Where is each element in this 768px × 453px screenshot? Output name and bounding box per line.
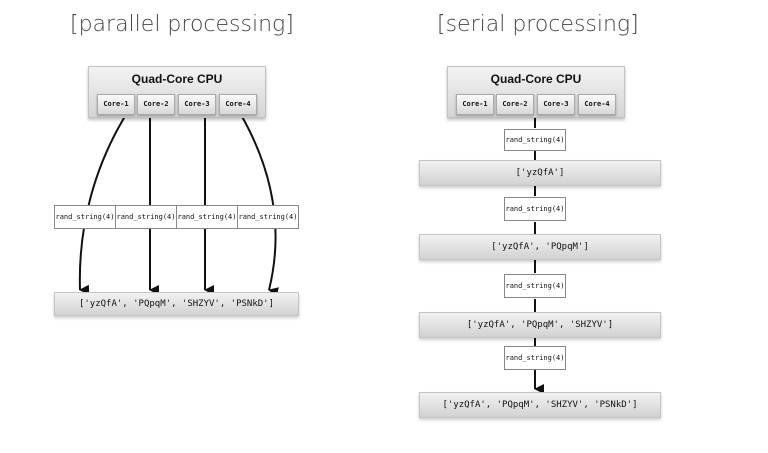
parallel-core-3: Core-3 — [178, 94, 216, 115]
parallel-function-3: rand_string(4) — [176, 205, 238, 229]
serial-function-3: rand_string(4) — [504, 274, 566, 298]
parallel-function-2: rand_string(4) — [115, 205, 177, 229]
parallel-function-4: rand_string(4) — [237, 205, 299, 229]
parallel-cpu-label: Quad-Core CPU — [131, 72, 223, 86]
parallel-cpu-box: Quad-Core CPU Core-1 Core-2 Core-3 Core-… — [88, 66, 266, 118]
serial-result-1: ['yzQfA'] — [419, 160, 661, 186]
parallel-core-2: Core-2 — [137, 94, 175, 115]
parallel-function-1: rand_string(4) — [54, 205, 116, 229]
core-1-arrow — [78, 112, 128, 295]
serial-core-2: Core-2 — [496, 94, 534, 115]
parallel-core-1: Core-1 — [97, 94, 135, 115]
parallel-function-row: rand_string(4) rand_string(4) rand_strin… — [54, 205, 299, 229]
serial-function-4: rand_string(4) — [504, 346, 566, 370]
parallel-title: [parallel processing] — [70, 12, 294, 37]
serial-title: [serial processing] — [437, 12, 639, 37]
serial-core-3: Core-3 — [537, 94, 575, 115]
parallel-result: ['yzQfA', 'PQpqM', 'SHZYV', 'PSNkD'] — [54, 292, 299, 316]
serial-function-2: rand_string(4) — [504, 197, 566, 221]
serial-core-4: Core-4 — [578, 94, 616, 115]
core-4-arrow — [239, 112, 279, 298]
parallel-core-4: Core-4 — [219, 94, 257, 115]
serial-cpu-box: Quad-Core CPU Core-1 Core-2 Core-3 Core-… — [447, 66, 625, 118]
serial-function-1: rand_string(4) — [504, 129, 566, 151]
serial-result-4: ['yzQfA', 'PQpqM', 'SHZYV', 'PSNkD'] — [419, 392, 661, 418]
serial-core-1: Core-1 — [456, 94, 494, 115]
serial-result-3: ['yzQfA', 'PQpqM', 'SHZYV'] — [419, 312, 661, 338]
serial-cpu-label: Quad-Core CPU — [490, 72, 582, 86]
serial-result-2: ['yzQfA', 'PQpqM'] — [419, 234, 661, 260]
